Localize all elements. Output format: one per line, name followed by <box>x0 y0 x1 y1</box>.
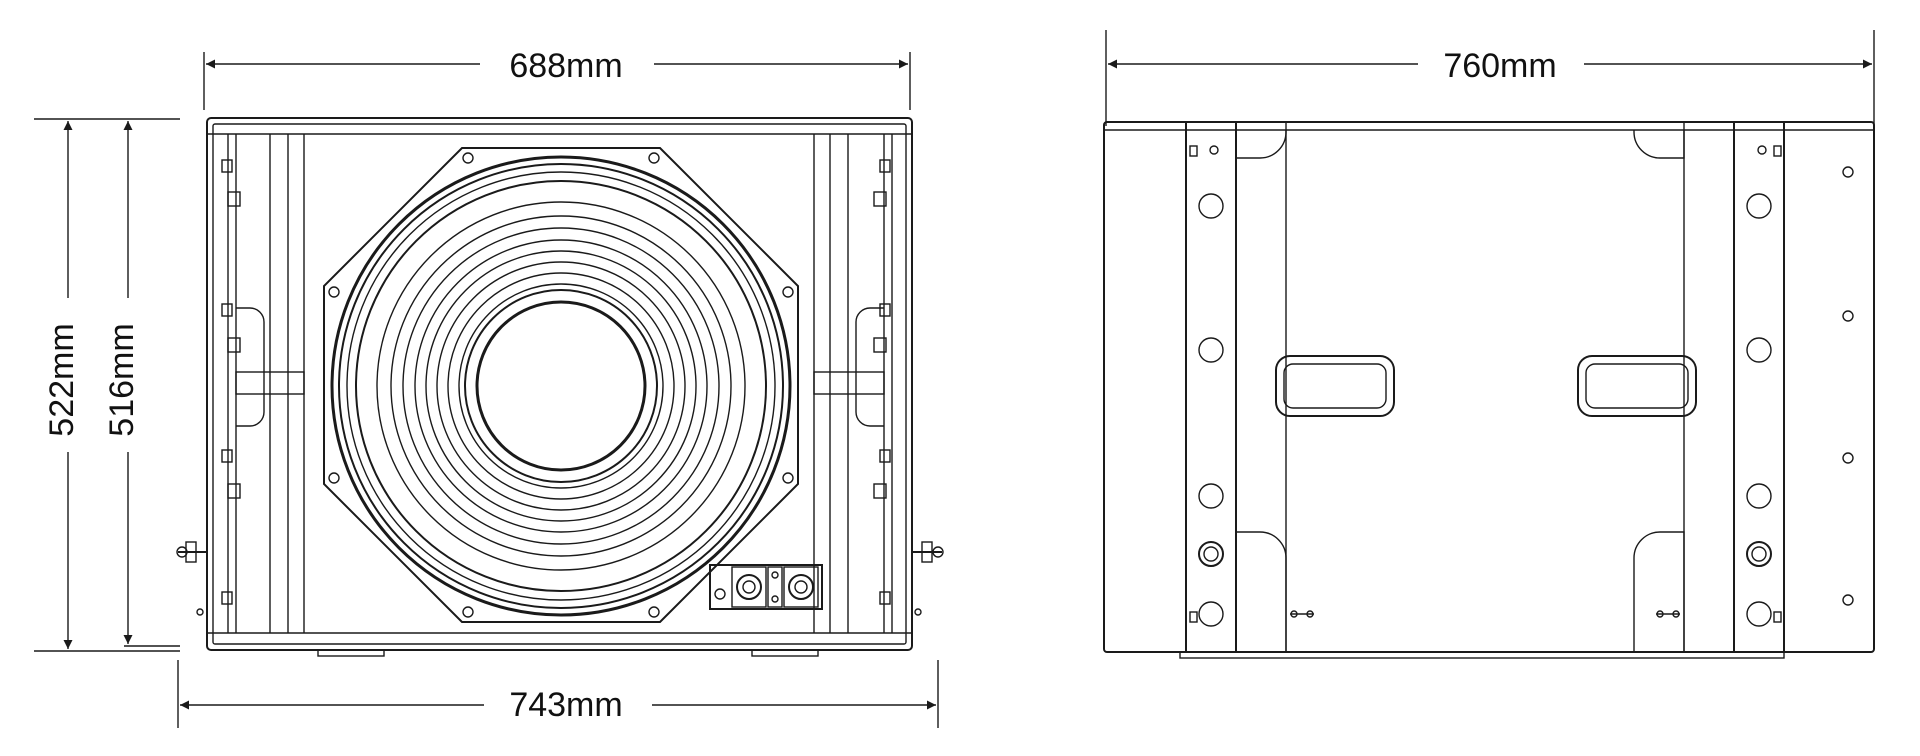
dimension-front-top-width: 688mm <box>203 47 911 110</box>
dimension-front-inner-height: 516mm <box>103 121 180 647</box>
connector-panel <box>709 564 823 610</box>
side-view: 760mm <box>1103 30 1875 659</box>
front-locking-pins <box>176 541 944 616</box>
side-corner-cutouts <box>1235 130 1685 652</box>
side-rigging-plates <box>1185 121 1785 653</box>
side-handles <box>1275 355 1697 417</box>
woofer-baffle <box>323 147 799 623</box>
front-top-width-label: 688mm <box>509 47 622 85</box>
side-depth-label: 760mm <box>1443 47 1556 85</box>
dimension-front-outer-height: 522mm <box>34 118 180 652</box>
dimension-front-bottom-width: 743mm <box>177 660 939 728</box>
front-inner-height-label: 516mm <box>103 323 141 436</box>
front-rigging-hardware <box>221 159 891 605</box>
woofer-cone <box>330 155 792 617</box>
side-cabinet <box>1103 121 1875 659</box>
front-outer-height-label: 522mm <box>43 323 81 436</box>
side-fittings <box>1290 166 1854 618</box>
front-cabinet <box>206 117 913 657</box>
front-view: 688mm 743mm 522mm 516mm <box>34 47 944 728</box>
front-bottom-width-label: 743mm <box>509 686 622 724</box>
side-plate-holes <box>1189 145 1782 627</box>
dimension-side-depth: 760mm <box>1105 30 1875 126</box>
